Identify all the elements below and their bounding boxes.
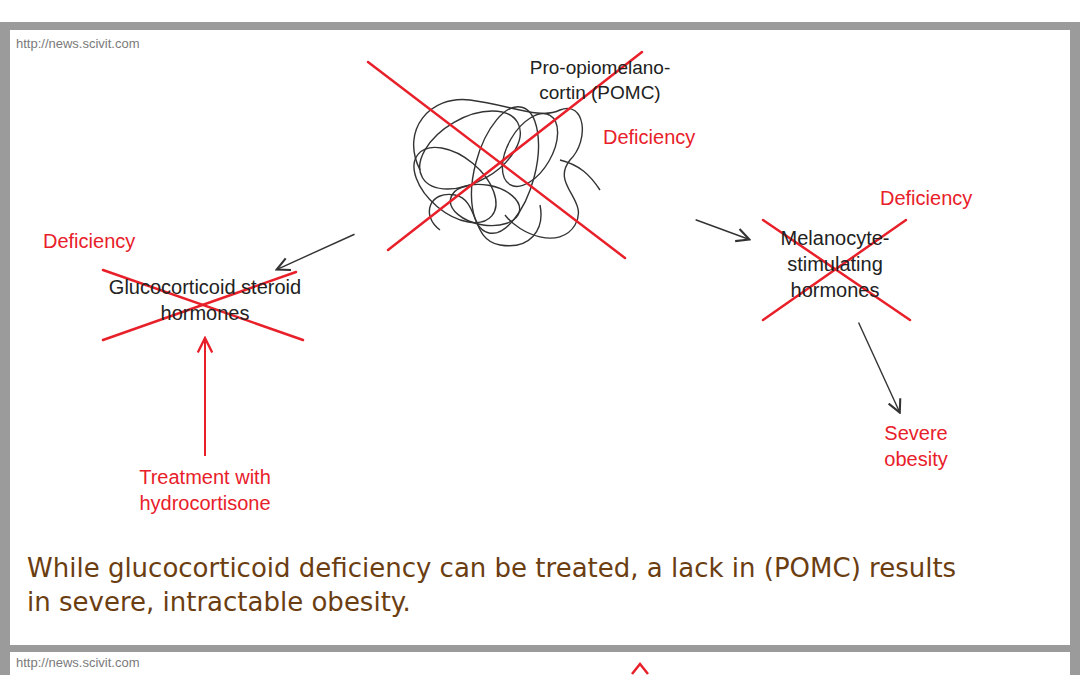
protein-scribble	[400, 95, 600, 246]
partial-arrow	[632, 664, 648, 674]
panel	[10, 30, 1070, 645]
arrow-connector	[696, 220, 750, 240]
protein-node: Pro-opiomelano- cortin (POMC)Deficiency	[360, 52, 690, 262]
deficiency-note: Deficiency	[880, 185, 1000, 211]
hormone-node: Glucocorticoid steroid hormonesDeficienc…	[100, 272, 310, 332]
deficiency-note: Deficiency	[43, 228, 163, 254]
arrow-connector	[859, 322, 900, 412]
arrow-connector	[277, 234, 355, 269]
arrow-connector	[204, 338, 206, 456]
hormone-name: Glucocorticoid steroid hormones	[100, 274, 310, 326]
top-strip	[0, 0, 1080, 22]
treatment-node: Treatment with hydrocortisone	[105, 462, 305, 522]
caption: While glucocorticoid deficiency can be t…	[27, 552, 987, 620]
deficiency-note: Deficiency	[603, 124, 723, 150]
next-panel	[10, 652, 1070, 675]
protein-name: Pro-opiomelano- cortin (POMC)	[510, 56, 690, 105]
source-url: http://news.scivit.com	[16, 655, 140, 670]
treatment-text: Treatment with hydrocortisone	[105, 464, 305, 516]
outcome-text: Severe obesity	[866, 420, 966, 472]
hormone-name: Melanocyte- stimulating hormones	[755, 225, 915, 303]
source-url: http://news.scivit.com	[16, 36, 140, 51]
outcome-node: Severe obesity	[866, 418, 966, 478]
hormone-node: Melanocyte- stimulating hormonesDeficien…	[755, 225, 915, 317]
